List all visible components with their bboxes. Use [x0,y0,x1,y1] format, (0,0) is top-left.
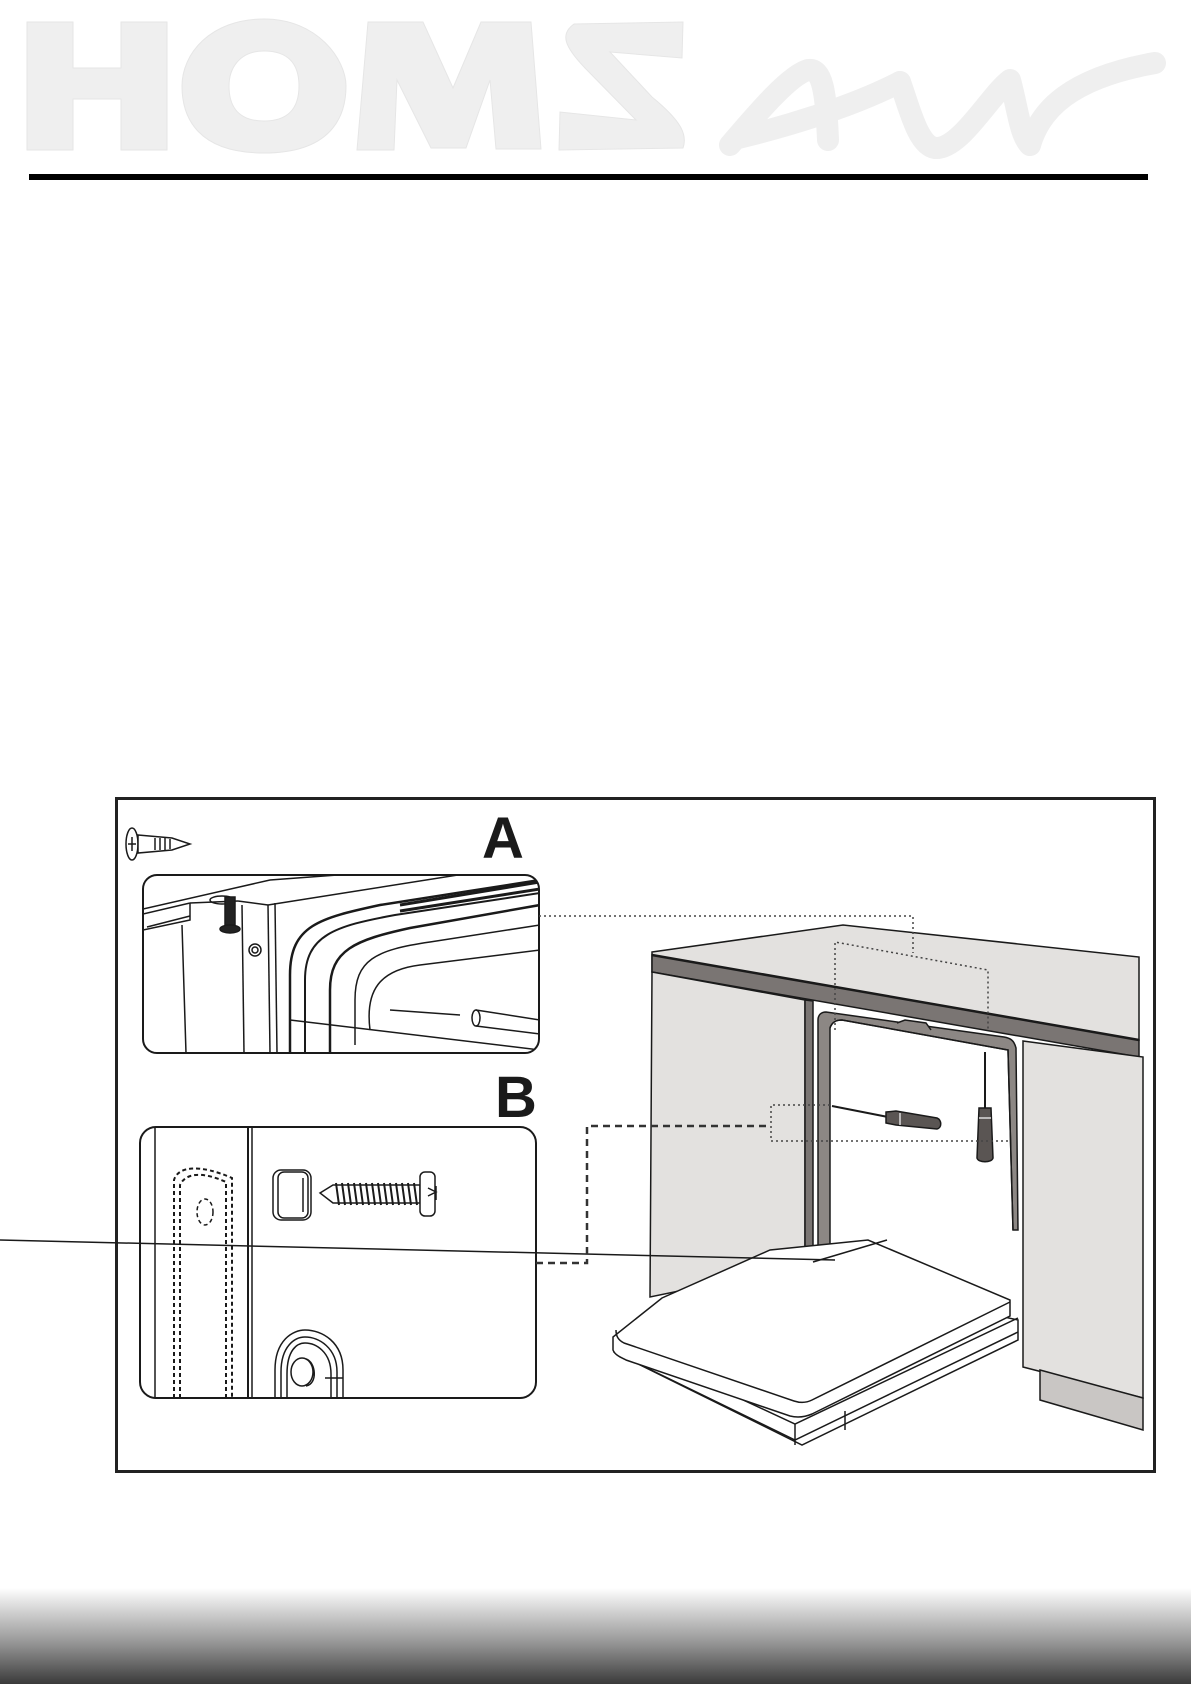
logo-letter-h [26,21,168,151]
callout-label-a: A [482,806,524,871]
right-cabinet [1022,1040,1144,1399]
footer-gradient-band [0,1588,1191,1684]
flat-screwdriver-icon [831,1105,942,1130]
connector-a [539,915,989,1030]
kitchen-illustration [0,924,1144,1446]
logo-script-ar [719,52,1166,159]
right-plinth [1039,1369,1144,1431]
inset-b [140,1127,536,1398]
brand-logo: HOMS [26,18,1166,159]
callout-label-b: B [495,1065,537,1130]
tapping-screw-icon [318,1171,438,1217]
screw-point-highlight [770,1104,1008,1142]
logo-letter-o [181,18,347,154]
header-rule [29,174,1148,180]
cover-cap-icon [272,1169,312,1221]
phillips-screwdriver-icon [976,1052,994,1163]
connector-b [536,1124,771,1265]
logo-letter-s [558,21,685,151]
mounting-screw-icon [209,895,241,934]
figure-frame [115,797,1156,1473]
inset-a-border [142,874,540,1054]
countersunk-screw-icon [125,827,193,861]
hinge-boss-icon [274,1329,344,1398]
logo-letter-m [356,21,542,151]
inset-a [143,875,539,1053]
